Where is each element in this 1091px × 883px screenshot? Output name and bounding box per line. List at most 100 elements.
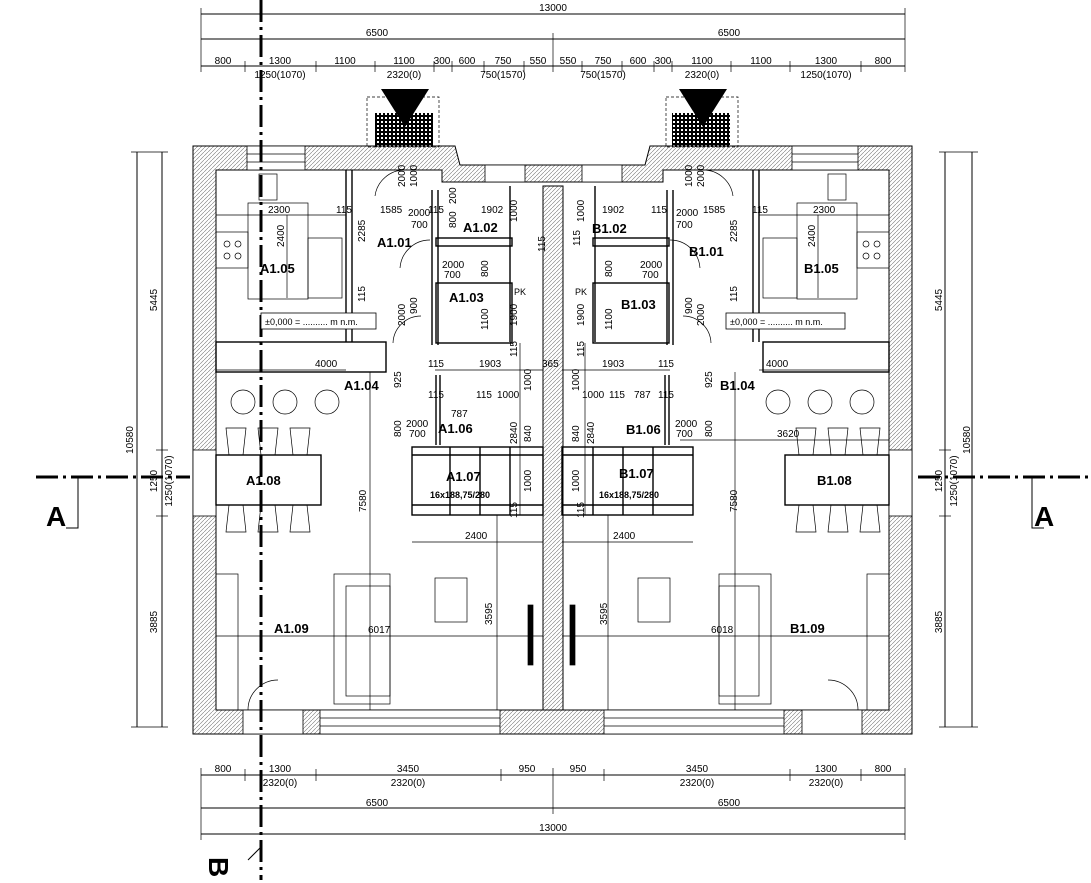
- dim-interior: 115: [428, 205, 444, 216]
- dim-top-seg: 800: [215, 56, 232, 67]
- dim-bottom-half-a: 6500: [366, 798, 389, 809]
- dim-interior: 3595: [484, 602, 495, 625]
- room-label-a109: A1.09: [274, 621, 309, 636]
- dim-bottom-opening: 2320(0): [263, 778, 297, 789]
- dim-interior: 3620: [777, 429, 800, 440]
- dim-top-seg: 600: [630, 56, 647, 67]
- dim-interior: 1100: [480, 308, 491, 330]
- dim-top-seg: 1100: [750, 56, 772, 67]
- dim-interior: 1902: [602, 205, 625, 216]
- dim-interior: 900: [684, 297, 695, 314]
- room-label-b108: B1.08: [817, 473, 852, 488]
- dim-bottom-seg: 950: [519, 764, 536, 775]
- dim-side-lower-left: 3885: [149, 610, 160, 633]
- dim-interior: 1585: [703, 205, 726, 216]
- dim-interior: 2000: [397, 303, 408, 326]
- dim-interior: 2000: [675, 419, 698, 430]
- dim-interior: 2840: [586, 421, 597, 444]
- dim-interior: 1100: [604, 308, 615, 330]
- dim-interior: 1000: [509, 199, 520, 222]
- dim-interior: 1900: [576, 303, 587, 326]
- dim-interior: 1000: [497, 390, 520, 401]
- dim-interior: 2400: [613, 531, 636, 542]
- dim-side-total-right: 10580: [962, 426, 973, 454]
- room-label-b109: B1.09: [790, 621, 825, 636]
- room-label-a104: A1.04: [344, 378, 379, 393]
- bottom-dimension-chains: 800 1300 3450 950 950 3450 1300 800 2320…: [200, 764, 906, 840]
- dim-bottom-seg: 800: [215, 764, 232, 775]
- dim-bottom-seg: 1300: [269, 764, 292, 775]
- section-mark-a-right: A: [1034, 501, 1054, 532]
- furniture: [215, 169, 890, 711]
- dim-interior: 1902: [481, 205, 504, 216]
- entrance-arrow-icon: [679, 89, 727, 127]
- entrance-arrow-icon: [381, 89, 429, 127]
- dim-interior: 800: [393, 420, 404, 437]
- dim-top-opening: 2320(0): [685, 70, 719, 81]
- dim-interior: 115: [658, 390, 674, 401]
- dim-interior: 1000: [582, 390, 605, 401]
- dim-interior: 2400: [807, 224, 818, 247]
- dim-top-seg: 300: [655, 56, 672, 67]
- dim-interior: 115: [658, 359, 674, 370]
- dim-interior: 7580: [358, 489, 369, 512]
- dim-top-half-a: 6500: [366, 28, 389, 39]
- room-label-b102: B1.02: [592, 221, 627, 236]
- dim-bottom-seg: 3450: [686, 764, 709, 775]
- dim-interior: 840: [523, 425, 534, 442]
- dim-top-seg: 550: [560, 56, 577, 67]
- dim-top-opening: 750(1570): [480, 70, 526, 81]
- stair-label-right: 16x188,75/280: [599, 490, 659, 500]
- dim-interior: 115: [729, 286, 740, 302]
- dim-interior: 1000: [409, 164, 420, 187]
- dim-top-seg: 600: [459, 56, 476, 67]
- dim-side-upper-left: 5445: [149, 288, 160, 311]
- dim-side-upper-right: 5445: [934, 288, 945, 311]
- dim-top-seg: 1300: [269, 56, 292, 67]
- room-label-a101: A1.01: [377, 235, 412, 250]
- dim-top-seg: 1100: [393, 56, 415, 67]
- entrance-markers: [366, 89, 739, 148]
- dim-side-lower-right: 3885: [934, 610, 945, 633]
- dim-bottom-seg: 950: [570, 764, 587, 775]
- dim-interior: 115: [428, 390, 444, 401]
- dim-top-opening: 1250(1070): [800, 70, 851, 81]
- dim-interior: 4000: [315, 359, 338, 370]
- dim-interior: 2000: [676, 208, 699, 219]
- stair-label-left: 16x188,75/280: [430, 490, 490, 500]
- dim-bottom-seg: 3450: [397, 764, 420, 775]
- dim-interior: 2285: [357, 219, 368, 242]
- dim-top-seg: 800: [875, 56, 892, 67]
- dim-bottom-total: 13000: [539, 823, 567, 834]
- dim-interior: 115: [336, 205, 352, 216]
- dim-top-seg: 1300: [815, 56, 838, 67]
- section-mark-b: B: [203, 857, 234, 877]
- dim-side-opening-left: 1250(1070): [164, 455, 175, 506]
- chimney-label-right: PK: [575, 287, 587, 297]
- dim-top-seg: 750: [595, 56, 612, 67]
- room-labels: A1.01 A1.02 A1.03 A1.04 A1.05 A1.06 A1.0…: [246, 220, 852, 636]
- dim-top-opening: 750(1570): [580, 70, 626, 81]
- dim-side-opening-right: 1250(1070): [949, 455, 960, 506]
- dim-interior: 115: [509, 341, 520, 357]
- dim-interior: 787: [451, 409, 468, 420]
- dim-interior: 840: [571, 425, 582, 442]
- dim-interior: 115: [576, 341, 587, 357]
- room-label-a106: A1.06: [438, 421, 473, 436]
- level-note-right: ±0,000 = .......... m n.m.: [730, 317, 823, 327]
- dim-interior: 2000: [397, 164, 408, 187]
- dim-interior: 787: [634, 390, 651, 401]
- chimney-label-left: PK: [514, 287, 526, 297]
- dim-interior: 115: [509, 502, 520, 518]
- dim-interior: 7580: [729, 489, 740, 512]
- dim-interior: 2000: [408, 208, 431, 219]
- dim-side-total-left: 10580: [125, 426, 136, 454]
- dim-interior: 1903: [602, 359, 625, 370]
- dim-interior: 800: [704, 420, 715, 437]
- dim-interior: 700: [411, 220, 428, 231]
- dim-interior: 115: [609, 390, 625, 401]
- dim-bottom-opening: 2320(0): [391, 778, 425, 789]
- dim-interior: 6018: [711, 625, 734, 636]
- top-dimension-chains: 13000 6500 6500 800 1300 1100 1100 300 6…: [200, 3, 906, 81]
